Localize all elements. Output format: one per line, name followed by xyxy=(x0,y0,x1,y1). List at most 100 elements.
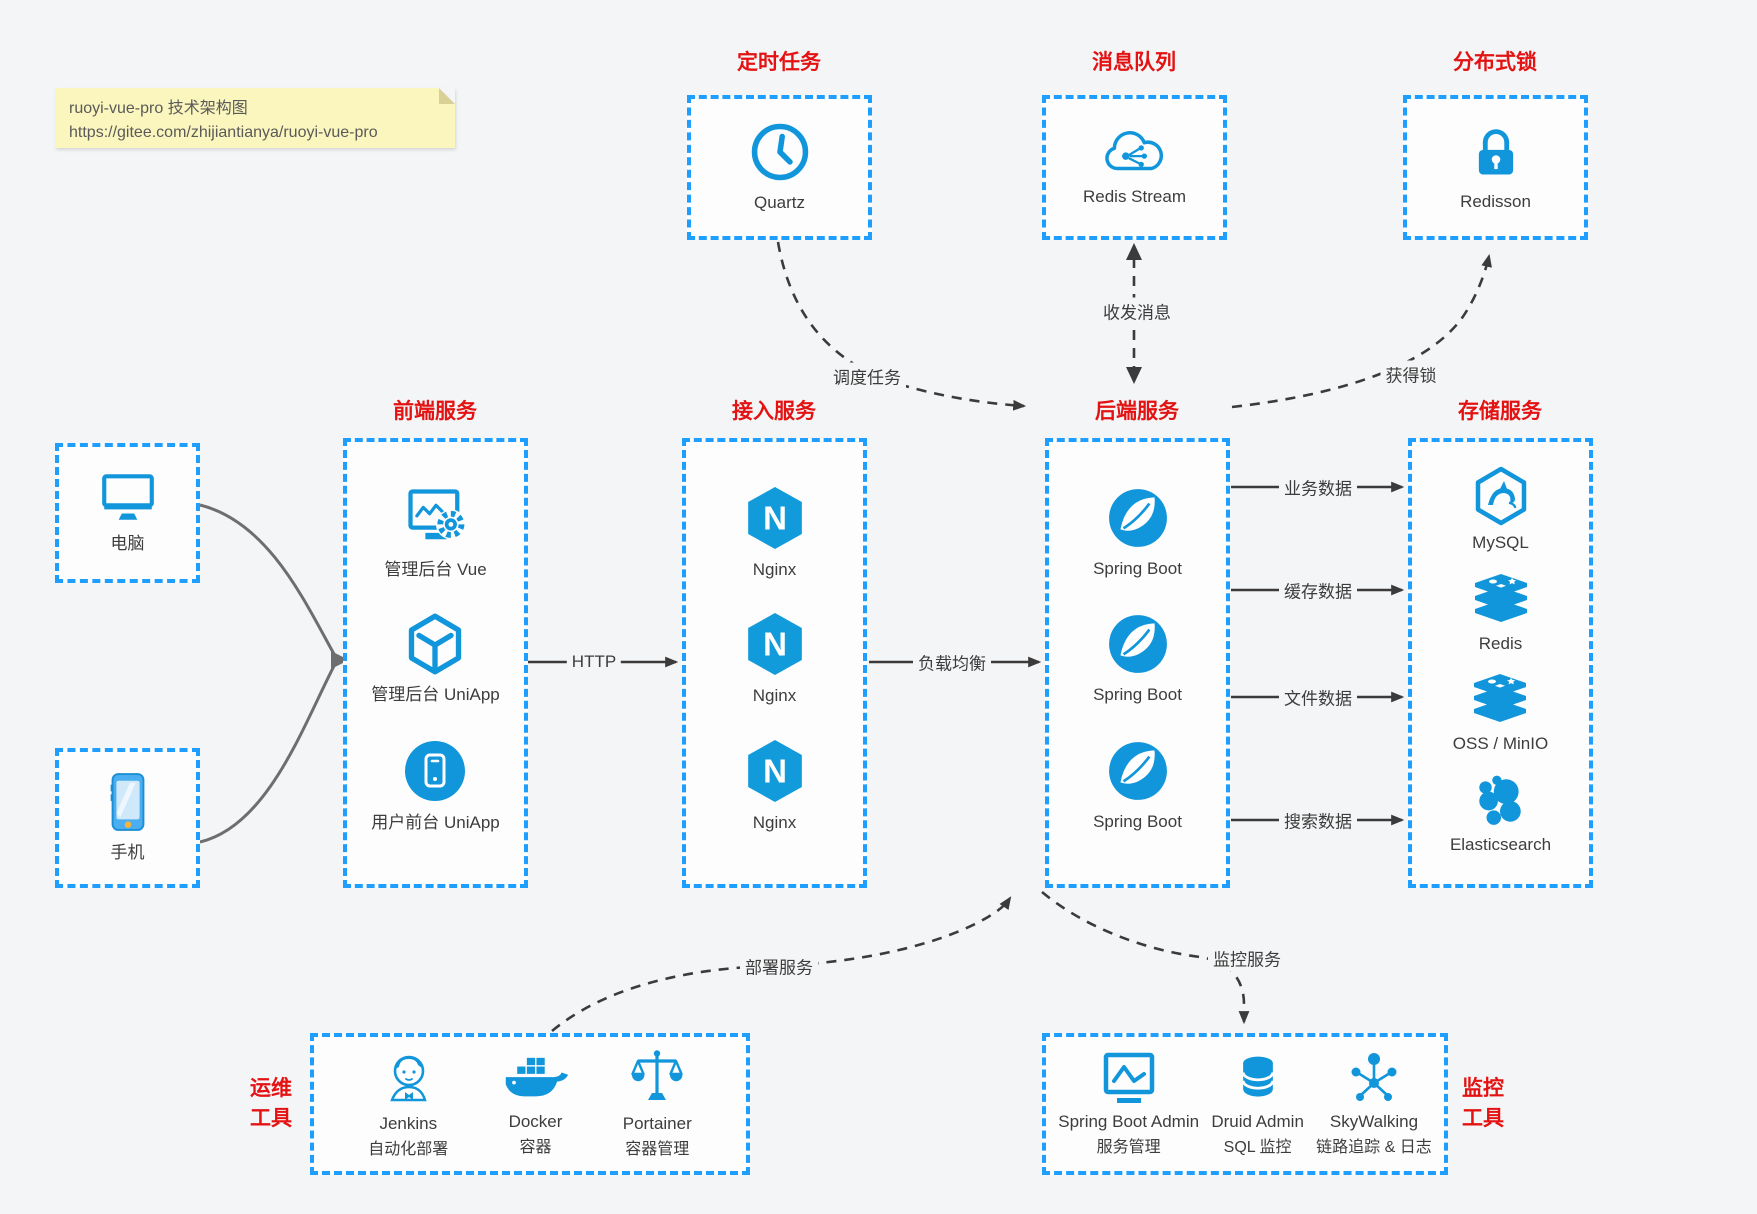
skywalking-icon xyxy=(1346,1050,1402,1106)
sticky-note: ruoyi-vue-pro 技术架构图 https://gitee.com/zh… xyxy=(55,88,455,148)
node-nginx-2: N Nginx xyxy=(746,612,804,707)
node-pc: 电脑 xyxy=(97,470,159,555)
node-quartz: Quartz xyxy=(749,121,811,214)
node-label: Spring Boot xyxy=(1093,685,1182,705)
druid-db-icon xyxy=(1232,1050,1284,1106)
title-lock: 分布式锁 xyxy=(1453,51,1537,74)
messages-label: 收发消息 xyxy=(1098,297,1176,325)
node-redis-stream: Redis Stream xyxy=(1083,127,1186,208)
node-druid: Druid Admin SQL 监控 xyxy=(1211,1050,1304,1159)
title-storage: 存储服务 xyxy=(1458,400,1542,423)
monitor-title-line2: 工具 xyxy=(1462,1107,1504,1131)
node-label: 用户前台 UniApp xyxy=(371,812,500,832)
scheduler-box: Quartz xyxy=(687,95,872,240)
jenkins-icon xyxy=(380,1048,436,1108)
node-oss-minio: OSS / MinIO xyxy=(1453,673,1548,755)
node-springboot-1: Spring Boot xyxy=(1093,487,1182,580)
title-scheduler: 定时任务 xyxy=(737,51,821,74)
node-sublabel: 自动化部署 xyxy=(368,1140,449,1158)
note-fold-corner xyxy=(439,88,455,104)
spring-icon xyxy=(1107,487,1169,549)
title-ops-tools: 运维 工具 xyxy=(250,1074,292,1135)
redis-stack-icon xyxy=(1470,673,1530,727)
backend-box: Spring Boot Spring Boot Spring Boot xyxy=(1045,438,1230,888)
node-sba: Spring Boot Admin 服务管理 xyxy=(1058,1050,1199,1159)
lock-box: Redisson xyxy=(1403,95,1588,240)
node-label: 电脑 xyxy=(110,534,145,554)
get-lock-label: 获得锁 xyxy=(1380,360,1442,388)
spring-icon xyxy=(1107,740,1169,802)
node-label: OSS / MinIO xyxy=(1452,734,1549,754)
node-user-uniapp: 用户前台 UniApp xyxy=(371,739,500,834)
node-label: 管理后台 Vue xyxy=(384,560,487,580)
load-balance-label: 负载均衡 xyxy=(913,648,991,676)
svg-text:N: N xyxy=(763,626,787,663)
redis-stack-icon xyxy=(1471,573,1531,627)
file-data-label: 文件数据 xyxy=(1279,683,1357,711)
node-label: 手机 xyxy=(110,843,145,863)
nginx-icon: N xyxy=(746,612,804,676)
ops-title-line1: 运维 xyxy=(250,1077,292,1100)
smartphone-icon xyxy=(101,771,155,833)
node-nginx-3: N Nginx xyxy=(746,739,804,834)
node-nginx-1: N Nginx xyxy=(746,486,804,581)
node-portainer: Portainer 容器管理 xyxy=(623,1048,692,1161)
deploy-label: 部署服务 xyxy=(740,952,818,980)
node-label: Redis Stream xyxy=(1083,186,1186,206)
clock-icon xyxy=(749,121,811,183)
title-monitor-tools: 监控 工具 xyxy=(1462,1074,1504,1135)
node-redisson: Redisson xyxy=(1460,122,1531,213)
node-label: Spring Boot Admin xyxy=(1058,1111,1200,1131)
title-gateway: 接入服务 xyxy=(732,400,816,423)
biz-data-label: 业务数据 xyxy=(1279,473,1357,501)
monitor-title-line1: 监控 xyxy=(1462,1077,1504,1100)
node-admin-uniapp: 管理后台 UniApp xyxy=(371,613,500,706)
node-admin-vue: 管理后台 Vue xyxy=(384,486,487,581)
elasticsearch-icon xyxy=(1471,774,1529,828)
desktop-icon xyxy=(97,470,159,524)
messages-up-arrowhead xyxy=(1126,243,1142,260)
get-lock-curve xyxy=(1231,253,1492,409)
ops-title-line2: 工具 xyxy=(250,1107,292,1131)
node-sublabel: 服务管理 xyxy=(1096,1138,1161,1156)
node-jenkins: Jenkins 自动化部署 xyxy=(368,1048,448,1161)
node-label: MySQL xyxy=(1472,533,1529,553)
ops-box: Jenkins 自动化部署 Docker 容器 xyxy=(310,1033,750,1175)
portainer-icon xyxy=(629,1048,685,1108)
cache-data-label: 缓存数据 xyxy=(1279,576,1357,604)
node-label: Jenkins xyxy=(379,1113,438,1133)
node-label: Nginx xyxy=(752,559,797,579)
storage-box: MySQL Redis xyxy=(1408,438,1593,888)
mysql-icon xyxy=(1472,466,1530,526)
sba-monitor-icon xyxy=(1099,1050,1159,1106)
node-label: Portainer xyxy=(622,1113,692,1133)
title-frontend: 前端服务 xyxy=(393,400,477,423)
node-label: Nginx xyxy=(752,686,797,706)
node-label: Elasticsearch xyxy=(1449,834,1552,854)
node-label: Redisson xyxy=(1460,191,1531,211)
node-label: Redis xyxy=(1478,633,1523,653)
schedule-label: 调度任务 xyxy=(828,362,906,390)
admin-vue-icon xyxy=(402,486,470,550)
node-label: Spring Boot xyxy=(1093,559,1182,579)
cloud-stream-icon xyxy=(1101,127,1167,177)
svg-text:N: N xyxy=(763,753,787,790)
monitor-box: Spring Boot Admin 服务管理 Druid Admin SQL 监… xyxy=(1042,1033,1448,1175)
node-elasticsearch: Elasticsearch xyxy=(1450,774,1551,856)
node-mysql: MySQL xyxy=(1472,466,1530,554)
node-label: SkyWalking xyxy=(1329,1111,1419,1131)
phone-box: 手机 xyxy=(55,748,200,888)
note-title: ruoyi-vue-pro 技术架构图 xyxy=(69,100,248,117)
spring-icon xyxy=(1107,613,1169,675)
node-label: Spring Boot xyxy=(1093,811,1182,831)
node-sublabel: 容器 xyxy=(519,1138,552,1156)
nginx-icon: N xyxy=(746,739,804,803)
search-data-label: 搜索数据 xyxy=(1279,806,1357,834)
node-label: Docker xyxy=(508,1111,563,1131)
title-mq: 消息队列 xyxy=(1092,51,1176,74)
lock-icon xyxy=(1466,122,1526,182)
phone-to-frontend-curve xyxy=(199,665,336,844)
node-sublabel: 容器管理 xyxy=(625,1140,690,1158)
pc-to-frontend-curve xyxy=(199,503,336,655)
